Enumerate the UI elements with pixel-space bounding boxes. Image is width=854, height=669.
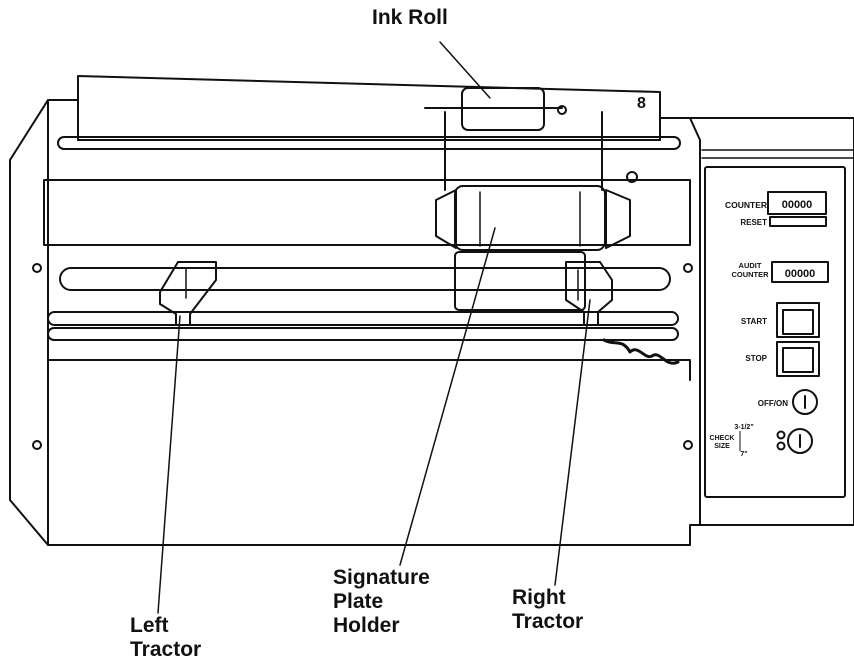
left-tractor-line-2: Tractor — [130, 638, 202, 661]
audit-counter-display-box — [771, 261, 829, 283]
upper-rail — [57, 136, 681, 150]
roller-body — [454, 251, 586, 311]
screw-top-bracket — [626, 171, 638, 183]
front-rail — [47, 311, 679, 326]
off-on-label: OFF/ON — [758, 399, 788, 408]
signature-plate-holder-label: Signature Plate Holder — [333, 566, 430, 638]
ink-roll — [461, 87, 545, 131]
check-size-indicator-top — [776, 430, 786, 440]
counter-label: COUNTER — [725, 200, 767, 210]
off-on-switch[interactable] — [792, 389, 818, 415]
top-cover — [77, 75, 661, 141]
right-tractor-line-1: Right — [512, 586, 566, 609]
check-size-label-line-1: CHECK — [710, 435, 735, 442]
screw-left-upper — [32, 263, 42, 273]
control-panel — [704, 166, 846, 498]
left-tractor-label: Left Tractor — [130, 614, 201, 662]
right-tractor-leader — [554, 299, 591, 586]
audit-label-line-1: AUDIT — [739, 261, 762, 270]
signature-plate-holder-line-3: Holder — [333, 614, 400, 637]
start-label: START — [741, 317, 767, 326]
reset-button[interactable] — [769, 216, 827, 227]
signature-plate-holder — [454, 185, 606, 251]
left-tractor-leader — [157, 315, 181, 614]
start-button-inner — [782, 309, 814, 335]
ink-roll-leader — [439, 41, 491, 99]
plate-holder-left-clip — [435, 189, 457, 249]
stop-button[interactable] — [776, 341, 820, 377]
plate-holder-right-clip — [605, 189, 631, 249]
ink-roll-knob — [557, 105, 567, 115]
ink-roll-label: Ink Roll — [372, 6, 448, 30]
signature-plate-leader — [399, 227, 496, 566]
audit-counter-value: 00000 — [785, 268, 816, 280]
guide-bar — [47, 327, 679, 341]
screw-right-upper — [683, 263, 693, 273]
size-bottom-label: 7" — [740, 451, 747, 458]
left-tractor-part — [159, 261, 217, 326]
stop-button-inner — [782, 347, 814, 373]
start-button[interactable] — [776, 302, 820, 338]
check-size-indicator-bottom — [776, 441, 786, 451]
check-size-label-line-2: SIZE — [714, 443, 730, 450]
right-tractor-label: Right Tractor — [512, 586, 583, 634]
counter-value: 00000 — [782, 199, 813, 211]
counter-display-box — [767, 191, 827, 215]
signature-plate-holder-line-1: Signature — [333, 566, 430, 589]
screw-left-lower — [32, 440, 42, 450]
lower-front-face — [47, 345, 691, 381]
ink-roll-mark: 8 — [637, 95, 646, 112]
drive-rail — [59, 267, 671, 291]
reset-label: RESET — [740, 218, 767, 227]
ink-roll-label-text: Ink Roll — [372, 6, 448, 29]
paper-guide-band — [43, 179, 691, 246]
audit-label-line-2: COUNTER — [731, 270, 769, 279]
right-housing-top — [659, 117, 701, 526]
check-size-switch[interactable] — [787, 428, 813, 454]
right-tractor-part — [565, 261, 613, 326]
signature-plate-holder-line-2: Plate — [333, 590, 384, 613]
screw-right-lower — [683, 440, 693, 450]
stop-label: STOP — [745, 354, 767, 363]
right-tractor-line-2: Tractor — [512, 610, 584, 633]
left-tractor-line-1: Left — [130, 614, 169, 637]
size-top-label: 3-1/2" — [734, 424, 753, 431]
